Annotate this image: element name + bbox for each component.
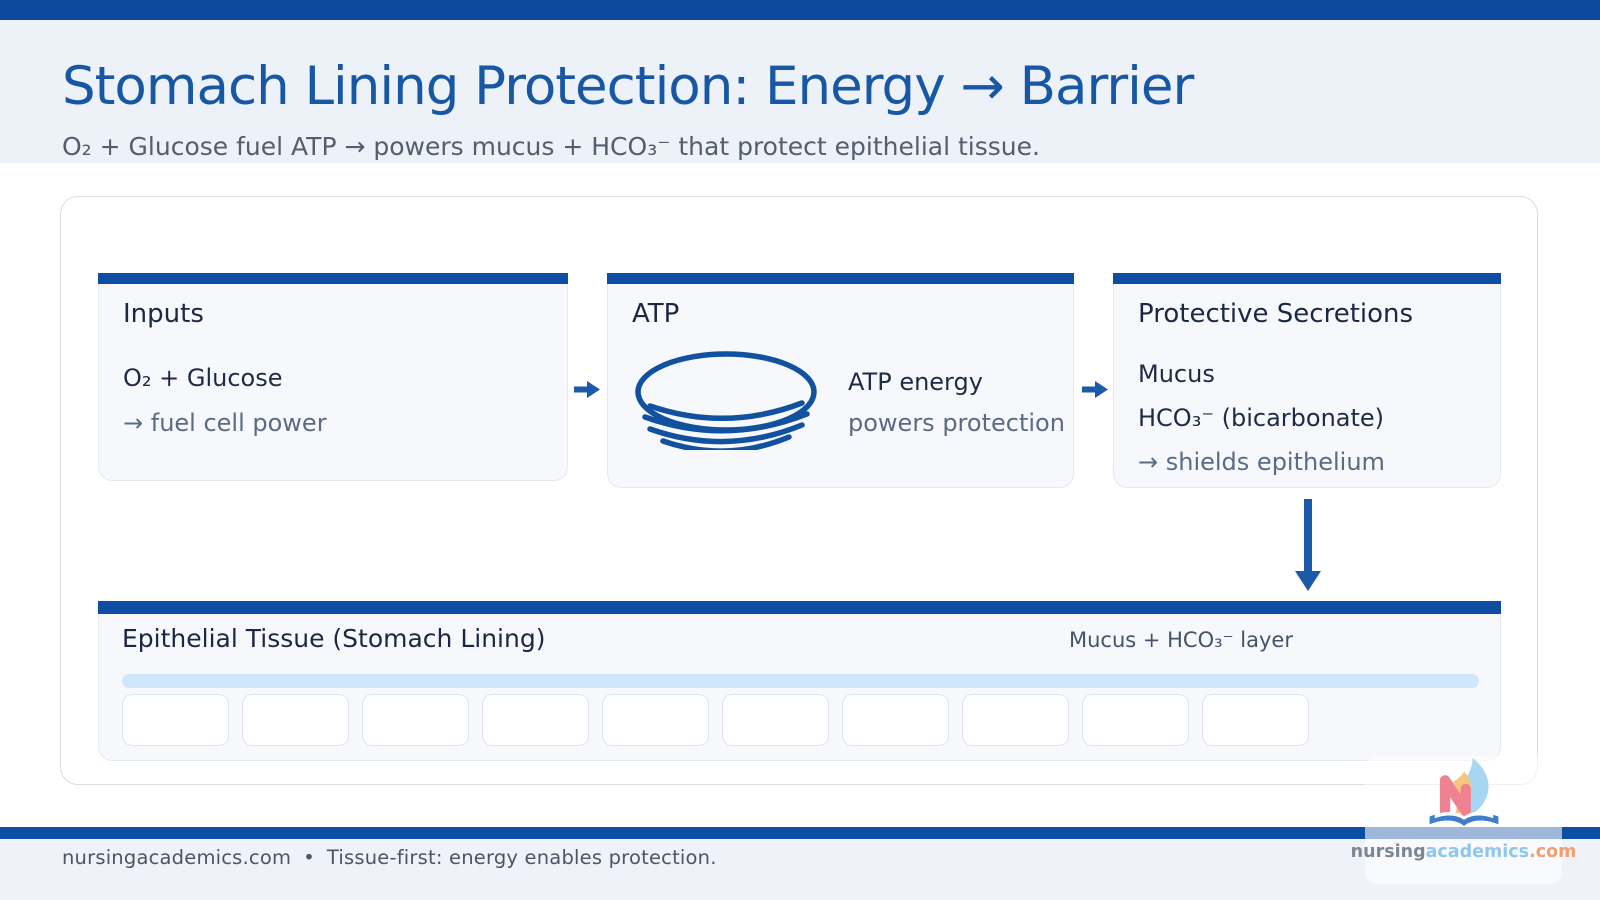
tissue-cell [722,694,829,746]
card-atp-text: ATP energy powers protection [848,368,1065,438]
page-footer: nursingacademics.com • Tissue-first: energ… [0,839,1600,900]
tissue-card: Epithelial Tissue (Stomach Lining) Mucus… [98,601,1501,761]
footer-separator: • [303,846,315,869]
mucus-layer-bar [122,674,1479,688]
tissue-cell [842,694,949,746]
card-secretions-line1: Mucus [1138,360,1215,388]
card-inputs: Inputs O₂ + Glucose → fuel cell power [98,273,568,481]
logo-text: nursingacademics.com [1351,842,1577,862]
footer-tagline: Tissue-first: energy enables protection. [326,846,717,869]
tissue-accent-bar [98,601,1501,614]
card-secretions-line2: HCO₃⁻ (bicarbonate) [1138,404,1385,432]
tissue-title: Epithelial Tissue (Stomach Lining) [122,624,546,653]
card-atp: ATP ATP energy powers protection [607,273,1074,488]
footer-text: nursingacademics.com • Tissue-first: energ… [62,846,717,869]
card-atp-line2: powers protection [848,409,1065,437]
tissue-cells-row [122,694,1479,746]
tissue-body: Epithelial Tissue (Stomach Lining) Mucus… [98,614,1501,761]
card-inputs-line1: O₂ + Glucose [123,364,283,392]
logo-text-nursing: nursing [1350,842,1426,862]
card-secretions-line3: → shields epithelium [1138,448,1385,476]
arrow-down-icon [1295,499,1321,591]
mucus-layer-label: Mucus + HCO₃⁻ layer [1068,628,1293,652]
footer-site: nursingacademics.com [62,846,292,869]
card-secretions-accent-bar [1113,273,1501,284]
footer-accent-rule [0,827,1600,839]
tissue-cell [1202,694,1309,746]
card-secretions: Protective Secretions Mucus HCO₃⁻ (bicar… [1113,273,1501,488]
atp-disc-icon [635,351,817,450]
tissue-cell [242,694,349,746]
page-title: Stomach Lining Protection: Energy → Barr… [62,56,1194,117]
tissue-cell [1082,694,1189,746]
tissue-cell [962,694,1069,746]
logo-watermark: nursingacademics.com [1351,756,1576,884]
arrow-right-icon [574,381,600,398]
page-subtitle: O₂ + Glucose fuel ATP → powers mucus + H… [62,132,1040,161]
card-atp-body: ATP ATP energy powers protection [607,284,1074,488]
tissue-cell [602,694,709,746]
tissue-cell [362,694,469,746]
card-secretions-title: Protective Secretions [1138,299,1414,329]
arrow-right-icon [1082,381,1108,398]
logo-text-com: .com [1529,842,1577,862]
card-atp-accent-bar [607,273,1074,284]
card-atp-line1: ATP energy [848,368,983,396]
card-inputs-title: Inputs [123,299,204,329]
card-inputs-body: Inputs O₂ + Glucose → fuel cell power [98,284,568,481]
card-inputs-line2: → fuel cell power [123,409,327,437]
tissue-cell [122,694,229,746]
card-inputs-accent-bar [98,273,568,284]
tissue-cell [482,694,589,746]
page-header: Stomach Lining Protection: Energy → Barr… [0,20,1600,163]
logo-text-academics: academics [1425,842,1530,862]
card-atp-title: ATP [632,299,680,329]
top-accent-bar [0,0,1600,20]
flow-container: Inputs O₂ + Glucose → fuel cell power AT… [60,196,1538,785]
nursingacademics-logo-icon [1429,758,1498,826]
card-secretions-body: Protective Secretions Mucus HCO₃⁻ (bicar… [1113,284,1501,488]
